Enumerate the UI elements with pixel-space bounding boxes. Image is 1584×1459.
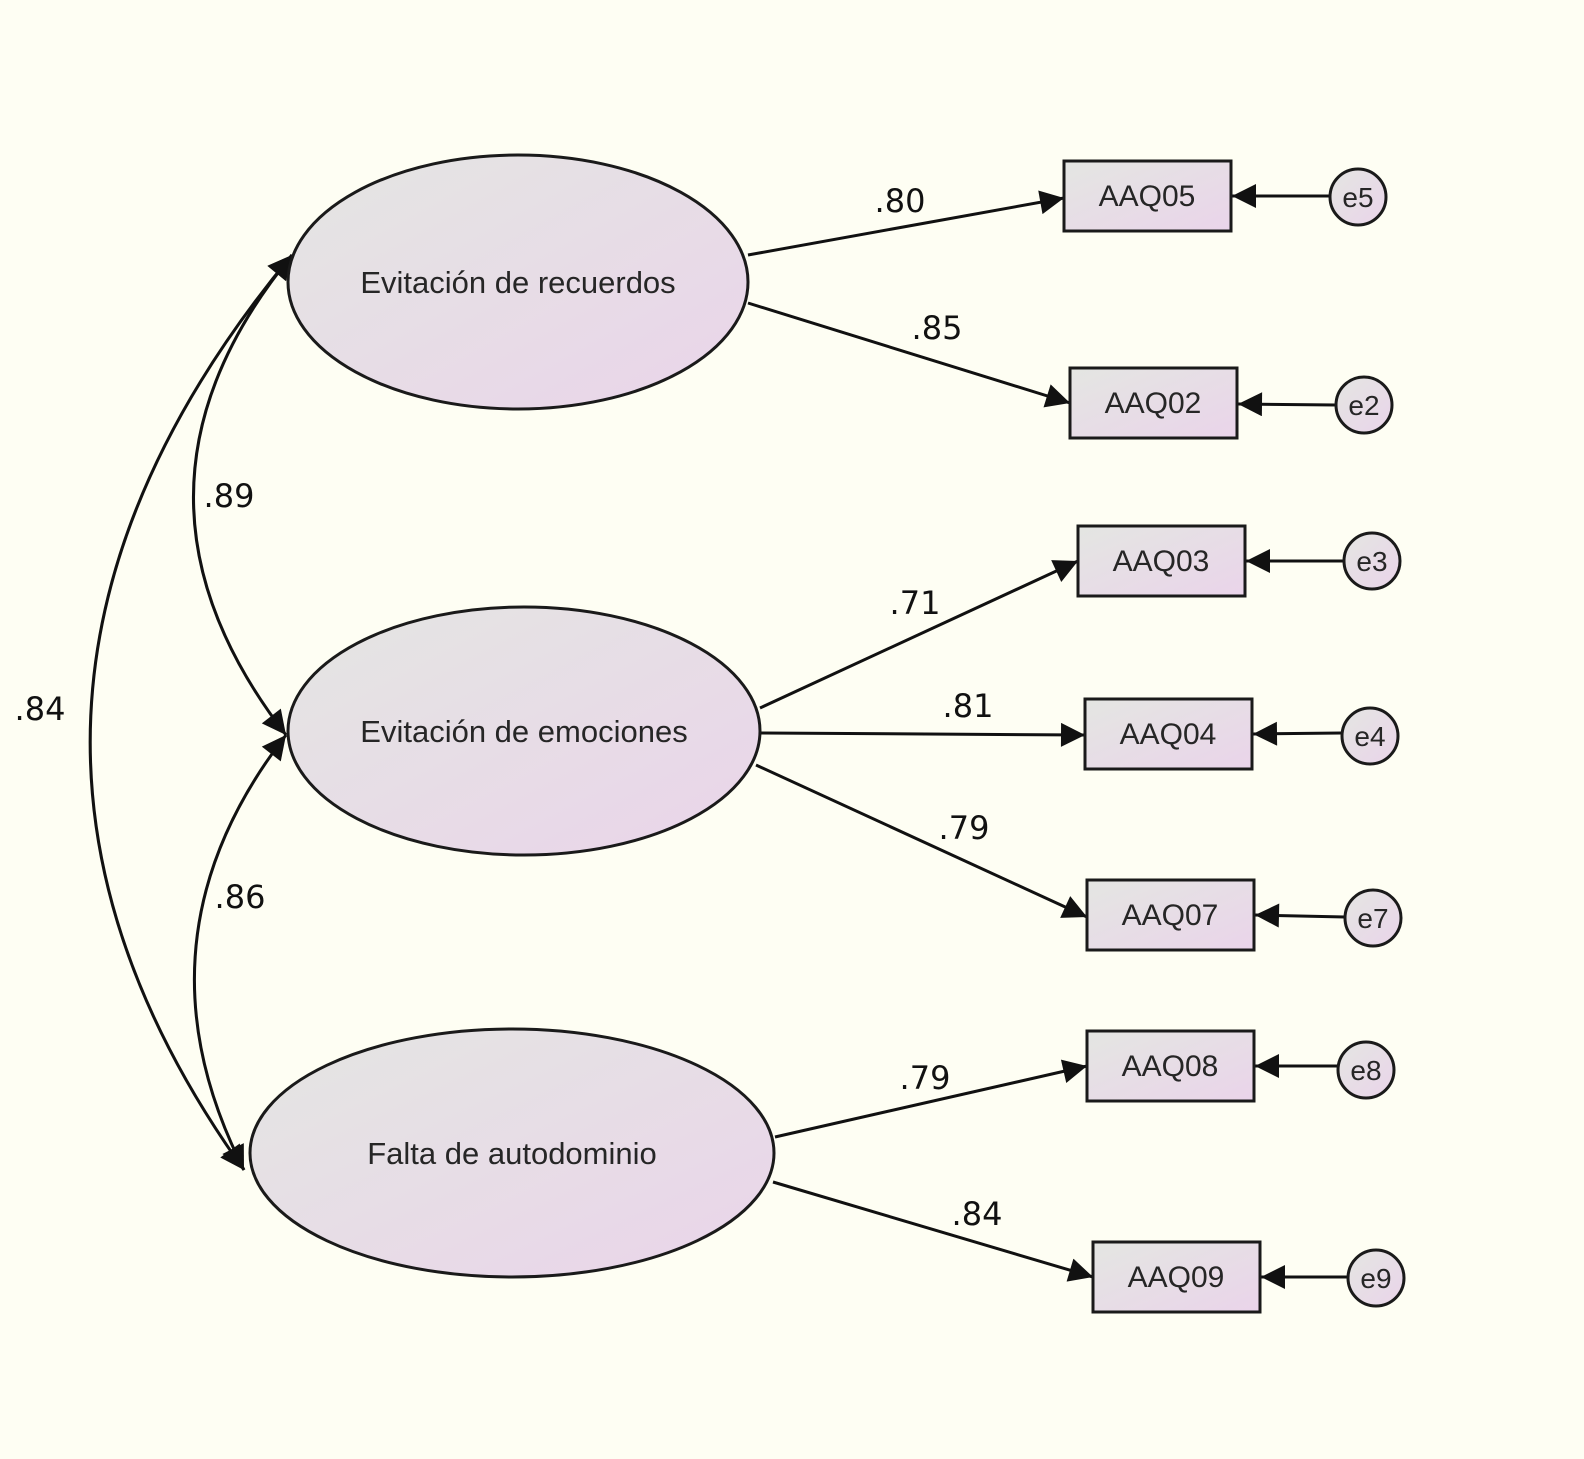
error-term-e5: e5	[1328, 167, 1388, 227]
correlation-value-f1-f3: .84	[15, 690, 66, 728]
loading-value-aaq08: .79	[900, 1059, 951, 1097]
latent-factor-f2: Evitación de emociones	[286, 605, 762, 857]
latent-factor-label: Evitación de emociones	[360, 714, 687, 749]
error-term-e9: e9	[1346, 1248, 1406, 1308]
latent-factor-label: Evitación de recuerdos	[360, 265, 675, 300]
loading-value-aaq09: .84	[952, 1195, 1003, 1233]
loading-value-aaq05: .80	[875, 182, 926, 220]
error-term-label: e5	[1342, 182, 1373, 213]
indicator-aaq03: AAQ03	[1076, 524, 1247, 598]
indicator-aaq08: AAQ08	[1085, 1029, 1256, 1103]
error-term-label: e2	[1348, 390, 1379, 421]
error-term-e4: e4	[1340, 706, 1400, 766]
correlation-value-f1-f2: .89	[204, 477, 255, 515]
indicator-label: AAQ07	[1122, 899, 1219, 932]
error-term-e2: e2	[1334, 375, 1394, 435]
error-term-e3: e3	[1342, 531, 1402, 591]
indicator-aaq02: AAQ02	[1068, 366, 1239, 440]
indicator-label: AAQ05	[1099, 180, 1196, 213]
latent-factor-f1: Evitación de recuerdos	[286, 153, 750, 411]
loading-path-aaq08	[774, 1059, 1088, 1139]
loading-value-aaq03: .71	[890, 584, 941, 622]
error-term-label: e9	[1360, 1263, 1391, 1294]
loading-path-aaq09	[772, 1180, 1094, 1282]
error-term-label: e8	[1350, 1055, 1381, 1086]
loading-value-aaq02: .85	[912, 309, 963, 347]
loading-path-aaq02	[747, 301, 1071, 408]
loading-path-aaq04	[759, 722, 1086, 747]
error-term-label: e4	[1354, 721, 1385, 752]
loading-value-aaq07: .79	[939, 809, 990, 847]
indicator-aaq04: AAQ04	[1083, 697, 1254, 771]
latent-factor-label: Falta de autodominio	[367, 1136, 657, 1171]
indicator-label: AAQ02	[1105, 387, 1202, 420]
error-term-label: e3	[1356, 546, 1387, 577]
indicator-label: AAQ03	[1113, 545, 1210, 578]
error-term-label: e7	[1357, 903, 1388, 934]
loading-value-aaq04: .81	[943, 687, 994, 725]
correlation-arc-f1-f3	[88, 254, 294, 1171]
correlation-value-f2-f3: .86	[215, 878, 266, 916]
loading-path-aaq07	[755, 763, 1088, 919]
indicator-aaq09: AAQ09	[1091, 1240, 1262, 1314]
error-path-e7	[1254, 903, 1346, 928]
loading-path-aaq05	[747, 190, 1065, 257]
indicator-label: AAQ08	[1122, 1050, 1219, 1083]
error-term-e8: e8	[1336, 1040, 1396, 1100]
indicator-label: AAQ04	[1120, 718, 1217, 751]
indicator-label: AAQ09	[1128, 1261, 1225, 1294]
indicator-aaq05: AAQ05	[1062, 159, 1233, 233]
error-path-e4	[1252, 721, 1343, 746]
loading-path-aaq03	[759, 559, 1079, 710]
error-path-e2	[1237, 392, 1337, 417]
error-term-e7: e7	[1343, 888, 1403, 948]
latent-factor-f3: Falta de autodominio	[248, 1027, 776, 1279]
indicator-aaq07: AAQ07	[1085, 878, 1256, 952]
